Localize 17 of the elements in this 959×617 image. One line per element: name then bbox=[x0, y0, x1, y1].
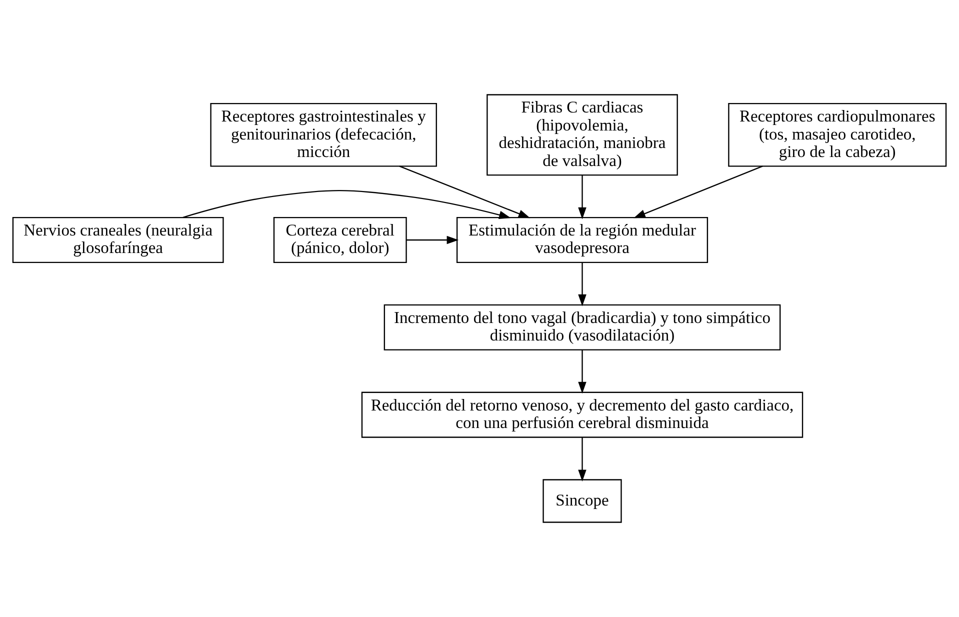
node-box: Corteza cerebral (pánico, dolor) bbox=[273, 216, 407, 264]
node-box: Sincope bbox=[542, 479, 622, 523]
arrow bbox=[399, 166, 530, 218]
arrow bbox=[578, 176, 586, 220]
node-box: Incremento del tono vagal (bradicardia) y tono simpático disminuido (vasodilatación) bbox=[384, 304, 781, 350]
arrow bbox=[182, 190, 511, 219]
arrow bbox=[578, 350, 586, 394]
node-box: Fibras C cardiacas (hipovolemia, deshidratación, maniobra de valsalva) bbox=[486, 94, 678, 176]
arrow bbox=[578, 438, 586, 482]
node-box: Nervios craneales (neuralgia glosofaríngea bbox=[12, 216, 224, 264]
arrow bbox=[406, 236, 459, 244]
node-box: Receptores gastrointestinales y genitourinarios (defecación, micción bbox=[210, 103, 437, 167]
node-box: Reducción del retorno venoso, y decremento del gasto cardiaco, con una perfusión cerebral disminuida bbox=[361, 392, 804, 438]
arrow bbox=[578, 262, 586, 306]
node-box: Estimulación de la región medular vasodepresora bbox=[456, 216, 708, 264]
node-box: Receptores cardiopulmonares (tos, masajeo carotideo, giro de la cabeza) bbox=[728, 103, 947, 167]
arrow bbox=[634, 166, 763, 218]
